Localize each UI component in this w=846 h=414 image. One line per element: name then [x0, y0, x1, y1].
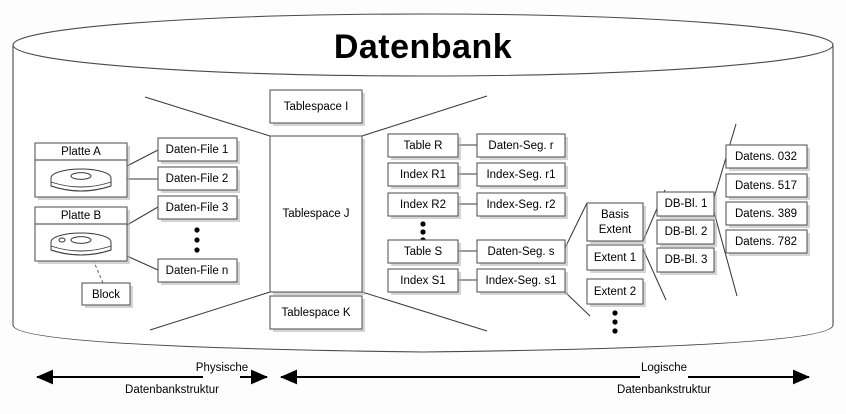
- record-list: Datens. 032 Datens. 517 Datens. 389 Date…: [725, 144, 810, 256]
- object-label: Index S1: [400, 275, 445, 287]
- object-label: Table S: [404, 246, 443, 258]
- axis-label-line1: Logische: [641, 362, 687, 374]
- db-block-label: DB-Bl. 2: [665, 226, 708, 238]
- object-label: Table R: [404, 140, 443, 152]
- datafile-label: Daten-File n: [166, 265, 229, 277]
- list-item[interactable]: Daten-File n: [157, 258, 240, 285]
- schema-object-list: Table R Index R1 Index R2 Table S Index …: [387, 133, 461, 295]
- extent-label-line2: Extent: [599, 224, 632, 236]
- list-item[interactable]: Datens. 517: [725, 173, 810, 200]
- tablespace-label: Tablespace I: [284, 101, 349, 113]
- segment-label: Index-Seg. s1: [486, 275, 557, 287]
- axis-label-line2: Datenbankstruktur: [617, 384, 711, 396]
- disk-stack-icon: [50, 168, 112, 192]
- tablespace-k[interactable]: Tablespace K: [269, 295, 365, 332]
- tablespace-i[interactable]: Tablespace I: [269, 89, 365, 126]
- list-item[interactable]: Table S: [387, 239, 461, 266]
- segment-label: Index-Seg. r1: [486, 169, 555, 181]
- tablespace-label: Tablespace K: [281, 307, 350, 319]
- datafile-label: Daten-File 1: [166, 144, 229, 156]
- disk-stack-icon: [50, 232, 112, 256]
- extent-label-line1: Basis: [601, 209, 629, 221]
- vertical-ellipsis-icon: [420, 221, 426, 243]
- list-item[interactable]: Table R: [387, 133, 461, 160]
- record-label: Datens. 517: [735, 180, 797, 192]
- record-label: Datens. 032: [735, 151, 797, 163]
- datafile-label: Daten-File 2: [166, 173, 229, 185]
- list-item[interactable]: Datens. 782: [725, 229, 810, 256]
- object-label: Index R1: [400, 169, 446, 181]
- segment-label: Daten-Seg. r: [488, 140, 553, 152]
- db-block-label: DB-Bl. 1: [665, 198, 708, 210]
- vertical-ellipsis-icon: [194, 227, 200, 253]
- datafile-list: Daten-File 1 Daten-File 2 Daten-File 3 D…: [157, 137, 240, 285]
- list-item[interactable]: Extent 2: [586, 278, 646, 307]
- list-item[interactable]: Index-Seg. r1: [476, 162, 568, 189]
- db-block-list: DB-Bl. 1 DB-Bl. 2 DB-Bl. 3: [656, 191, 717, 275]
- disk-platte-a[interactable]: Platte A: [34, 142, 130, 200]
- object-label: Index R2: [400, 199, 446, 211]
- segment-label: Index-Seg. r2: [486, 199, 555, 211]
- axis-label-line1: Physische: [196, 362, 248, 374]
- block-pointer: [82, 235, 104, 284]
- block-label: Block: [92, 289, 120, 301]
- list-item[interactable]: Index R1: [387, 162, 461, 189]
- tablespace-label: Tablespace J: [282, 208, 349, 220]
- extent-label: Extent 1: [594, 252, 636, 264]
- list-item[interactable]: Extent 1: [586, 244, 646, 273]
- record-label: Datens. 782: [735, 236, 797, 248]
- vertical-ellipsis-icon: [612, 310, 618, 334]
- list-item[interactable]: Index R2: [387, 192, 461, 219]
- datafile-label: Daten-File 3: [166, 202, 229, 214]
- list-item[interactable]: DB-Bl. 2: [656, 219, 717, 247]
- segment-label: Daten-Seg. s: [487, 246, 554, 258]
- list-item[interactable]: Daten-File 1: [157, 137, 240, 164]
- record-label: Datens. 389: [735, 208, 797, 220]
- page-title: Datenbank: [334, 28, 512, 66]
- segment-list: Daten-Seg. r Index-Seg. r1 Index-Seg. r2…: [476, 133, 568, 295]
- disk-platte-b[interactable]: Platte B: [34, 206, 130, 264]
- list-item[interactable]: Index-Seg. r2: [476, 192, 568, 219]
- list-item[interactable]: DB-Bl. 3: [656, 247, 717, 275]
- list-item[interactable]: Daten-File 2: [157, 166, 240, 193]
- block-box[interactable]: Block: [81, 282, 133, 308]
- list-item[interactable]: Index S1: [387, 268, 461, 295]
- disk-label: Platte A: [61, 146, 101, 158]
- list-item[interactable]: Index-Seg. s1: [476, 268, 568, 295]
- basis-extent[interactable]: Basis Extent: [586, 202, 646, 244]
- list-item[interactable]: Datens. 032: [725, 144, 810, 171]
- disk-label: Platte B: [61, 210, 102, 222]
- tablespace-j[interactable]: Tablespace J: [269, 135, 365, 295]
- list-item[interactable]: Datens. 389: [725, 201, 810, 228]
- list-item[interactable]: Daten-Seg. r: [476, 133, 568, 160]
- axis-logical: Logische Datenbankstruktur: [280, 362, 810, 396]
- db-block-label: DB-Bl. 3: [665, 254, 708, 266]
- list-item[interactable]: Daten-Seg. s: [476, 239, 568, 266]
- axis-physical: Physische Datenbankstruktur: [36, 362, 268, 396]
- list-item[interactable]: DB-Bl. 1: [656, 191, 717, 219]
- tablespace-list: Tablespace I Tablespace J Tablespace K: [269, 89, 365, 332]
- list-item[interactable]: Daten-File 3: [157, 195, 240, 222]
- extent-list: Basis Extent Extent 1 Extent 2: [586, 202, 646, 334]
- extent-label: Extent 2: [594, 286, 636, 298]
- axis-label-line2: Datenbankstruktur: [125, 384, 219, 396]
